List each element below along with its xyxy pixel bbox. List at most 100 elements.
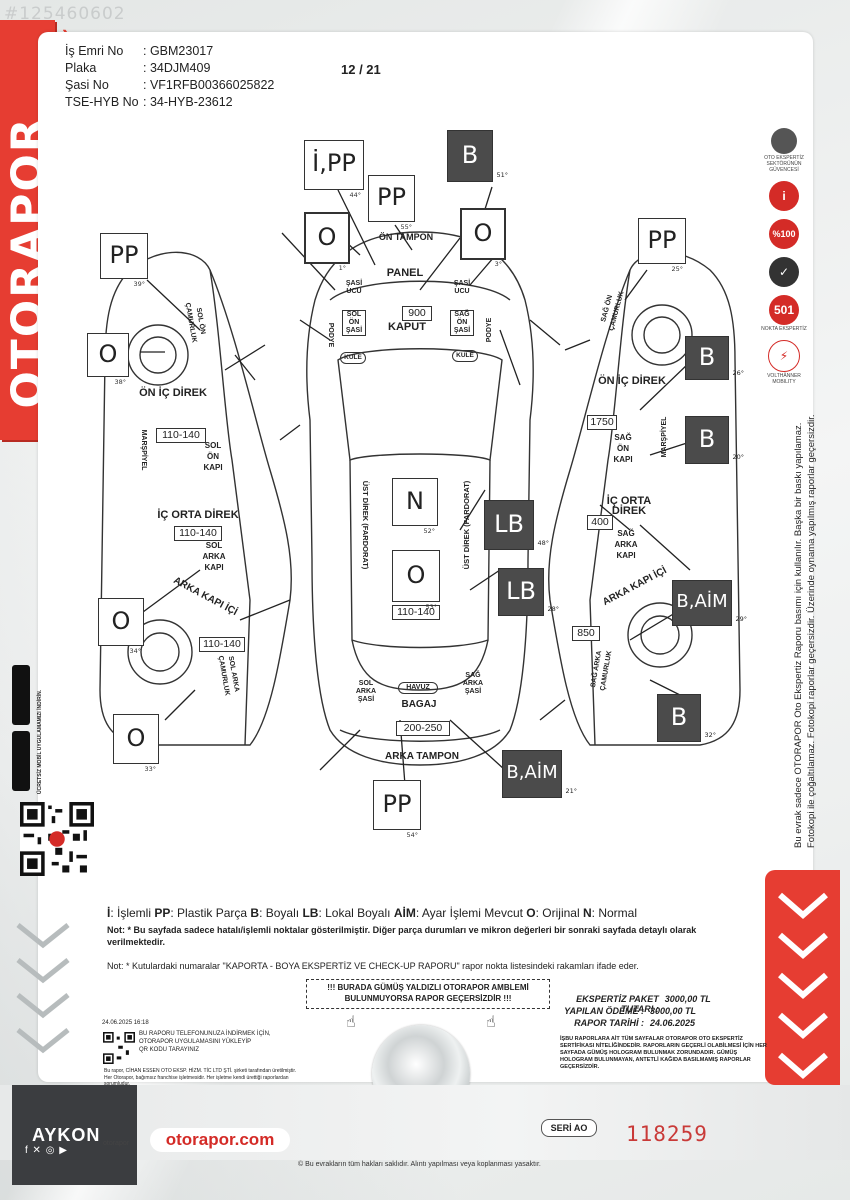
part-label: BAGAJ (401, 699, 437, 710)
qr-code-small[interactable] (103, 1032, 135, 1064)
measure-box: 850 (572, 626, 600, 641)
part-label: SAĞ ÖN KAPI (613, 433, 633, 464)
header-row: Plaka: 34DJM409 (65, 61, 211, 75)
pointing-hand-icon: ☝ (346, 1014, 356, 1031)
wheel-rear-left (127, 619, 193, 685)
qr-code[interactable] (20, 802, 94, 876)
fee-summary: EKSPERTİZ PAKET TUTARI :3000,00 TL YAPIL… (564, 994, 711, 1028)
part-label: SAĞ ARKA KAPI (614, 529, 638, 560)
windshield (337, 348, 503, 461)
part-label: SAĞ ÖN ŞASİ (450, 310, 474, 336)
note: Not: * Kutulardaki numaralar "KAPORTA - … (107, 961, 639, 971)
store-text: ÜCRETSİZ MOBİL UYGULAMAMIZI İNDİRİN. (37, 689, 43, 794)
google-play-badge[interactable] (12, 731, 30, 791)
roof (349, 459, 491, 649)
app-store-badges[interactable] (12, 665, 34, 805)
series-badge: SERİ AO (541, 1119, 597, 1137)
part-label: ÖN TAMPON (378, 232, 434, 242)
brand-handle: otorapor (103, 1140, 130, 1147)
legend: İ: İşlemli PP: Plastik Parça B: Boyalı L… (107, 906, 637, 920)
chevron-decoration-left (16, 923, 70, 1054)
part-label: SAĞ ARKA ŞASİ (462, 672, 484, 695)
report-header: İş Emri No: GBM23017 Plaka: 34DJM409 Şas… (55, 36, 437, 116)
measure-box: 110-140 (156, 428, 206, 443)
part-label: MARŞPİYEL (140, 429, 147, 471)
part-label: İÇ ORTA DİREK (157, 509, 239, 521)
part-label: SOL ÖN ŞASİ (342, 310, 366, 336)
points-badge-icon: 501 (769, 295, 799, 325)
part-label: İÇ ORTA DİREK (606, 495, 652, 517)
wheel-front-right (631, 304, 693, 366)
info-icon: i (769, 181, 799, 211)
chevron-decoration-right (765, 870, 840, 1085)
part-label: ŞASİ UCU (345, 280, 363, 295)
part-label: PODYE (327, 322, 334, 348)
header-row: İş Emri No: GBM23017 (65, 44, 214, 58)
lightning-icon: ⚡ (768, 340, 800, 372)
validity-note: İŞBU RAPORLARA AİT TÜM SAYFALAR OTORAPOR… (560, 1036, 767, 1070)
page-number: 12 / 21 (341, 62, 381, 77)
app-download-text: BU RAPORU TELEFONUNUZA İNDİRMEK İÇİN, OT… (139, 1031, 271, 1053)
check-shield-icon: ✓ (769, 257, 799, 287)
footer (0, 1085, 850, 1160)
dealer-logo: AYKON f ✕ ◎ ▶ (12, 1085, 137, 1185)
measure-box: 900 (402, 306, 432, 321)
copyright: © Bu evrakların tüm hakları saklıdır. Al… (298, 1161, 541, 1168)
print-date: 24.06.2025 16:18 (102, 1020, 149, 1026)
part-label: HAVUZ (398, 682, 438, 694)
part-label: ÖN İÇ DİREK (598, 375, 666, 387)
header-row: TSE-HYB No: 34-HYB-23612 (65, 95, 233, 109)
website-link[interactable]: otorapor.com (150, 1128, 290, 1152)
app-store-badge[interactable] (12, 665, 30, 725)
percent-badge-icon: %100 (769, 219, 799, 249)
measure-box: 110-140 (174, 526, 222, 541)
social-icons: f ✕ ◎ ▶ (25, 1145, 68, 1156)
part-label: ÜST DİREK (FARDORAT) (462, 480, 471, 570)
part-label: SOL ÖN KAPI (203, 441, 223, 472)
part-label: ÜST DİREK (FARDORAT) (361, 480, 370, 570)
part-label: PODYE (486, 317, 493, 343)
part-label: SOL ARKA ŞASİ (355, 680, 377, 703)
part-label: MARŞPİYEL (661, 416, 668, 458)
watermark-id: #125460602 (4, 4, 126, 24)
serial-number: 118259 (626, 1122, 708, 1146)
certification-icons: OTO EKSPERTİZ SEKTÖRÜNÜN GÜVENCESİ i %10… (760, 120, 808, 385)
measure-box: 110-140 (199, 637, 245, 652)
measure-box: 200-250 (396, 721, 450, 736)
part-label: KAPUT (388, 321, 426, 333)
header-row: Şasi No: VF1RFB00366025822 (65, 78, 275, 92)
pointing-hand-icon: ☝ (486, 1014, 496, 1031)
side-note: Bu evrak sadece OTORAPOR Oto Ekspertiz R… (793, 414, 817, 849)
part-label: KULE (452, 350, 478, 362)
shield-icon (771, 128, 797, 154)
part-label: SOL ARKA KAPI (202, 541, 226, 572)
top-view-body (306, 231, 534, 766)
part-label: ÖN İÇ DİREK (139, 387, 207, 399)
wheel-rear-right (627, 602, 693, 668)
part-label: PANEL (386, 267, 424, 279)
measure-box: 110-140 (392, 605, 440, 620)
emblem-warning: !!! BURADA GÜMÜŞ YALDIZLI OTORAPOR AMBLE… (306, 979, 550, 1009)
note: Not: * Bu sayfada sadece hatalı/işlemli … (107, 925, 697, 947)
wheel-front-left (127, 324, 189, 386)
producer-note: Bu rapor, CİHAN ESSEN OTO EKSP. HİZM. Tİ… (104, 1068, 297, 1087)
